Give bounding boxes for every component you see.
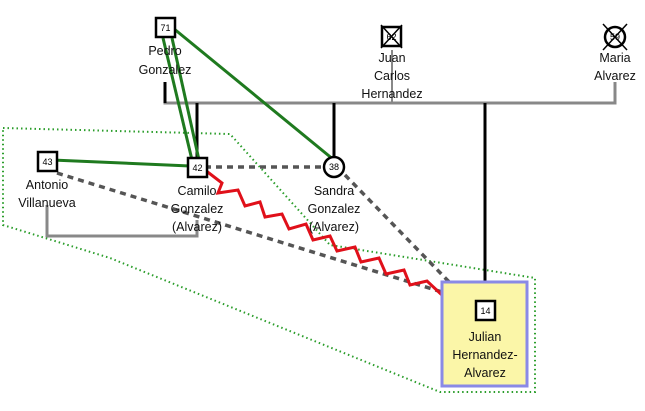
male-symbol xyxy=(186,156,209,179)
person-sandra[interactable]: 38 Sandra Gonzalez (Alvarez) xyxy=(308,155,361,234)
name-line: Juan xyxy=(378,51,405,65)
name-line: Gonzalez xyxy=(139,63,192,77)
conflict-zigzag xyxy=(204,168,445,298)
close-link-pedro-camilo-a xyxy=(161,37,194,161)
age-label: 59 xyxy=(610,32,620,42)
person-camilo[interactable]: 42 Camilo Gonzalez (Alvarez) xyxy=(171,156,224,234)
person-julian[interactable]: 14 Julian Hernandez- Alvarez xyxy=(440,280,529,388)
name-line: Alvarez xyxy=(464,366,506,380)
distant-link-antonio-julian xyxy=(56,171,443,294)
age-label: 42 xyxy=(192,163,202,173)
union-line-antonio-camilo xyxy=(45,205,199,238)
name-line: Carlos xyxy=(374,69,410,83)
person-maria[interactable]: 59 Maria Alvarez xyxy=(594,23,636,83)
name-line: Pedro xyxy=(148,44,181,58)
age-label: 43 xyxy=(42,157,52,167)
male-symbol xyxy=(154,16,177,39)
person-juan[interactable]: 62 Juan Carlos Hernandez xyxy=(361,24,423,101)
age-label: 71 xyxy=(160,23,170,33)
name-line: Hernandez- xyxy=(452,348,517,362)
name-line: Julian xyxy=(469,330,502,344)
household-boundary xyxy=(2,126,536,393)
name-line: (Alvarez) xyxy=(172,220,222,234)
close-link-pedro-sandra xyxy=(172,26,335,162)
deceased-mark xyxy=(380,24,403,49)
name-line: (Alvarez) xyxy=(309,220,359,234)
name-line: Gonzalez xyxy=(308,202,361,216)
close-link-pedro-camilo-b xyxy=(170,37,201,161)
distant-link-sandra-julian xyxy=(343,173,457,290)
person-antonio[interactable]: 43 Antonio Villanueva xyxy=(18,150,76,210)
age-label: 62 xyxy=(386,32,396,42)
name-line: Camilo xyxy=(178,184,217,198)
person-pedro[interactable]: 71 Pedro Gonzalez xyxy=(139,16,192,77)
age-label: 14 xyxy=(480,306,490,316)
focus-highlight-box xyxy=(440,280,529,388)
close-link-antonio-camilo xyxy=(51,158,191,168)
deceased-mark xyxy=(602,23,628,51)
male-symbol xyxy=(36,150,59,173)
name-line: Sandra xyxy=(314,184,354,198)
name-line: Hernandez xyxy=(361,87,422,101)
female-symbol xyxy=(322,155,346,179)
name-line: Alvarez xyxy=(594,69,636,83)
male-symbol xyxy=(474,299,497,322)
age-label: 38 xyxy=(329,162,339,172)
name-line: Antonio xyxy=(26,178,68,192)
name-line: Gonzalez xyxy=(171,202,224,216)
name-line: Maria xyxy=(599,51,630,65)
name-line: Villanueva xyxy=(18,196,76,210)
